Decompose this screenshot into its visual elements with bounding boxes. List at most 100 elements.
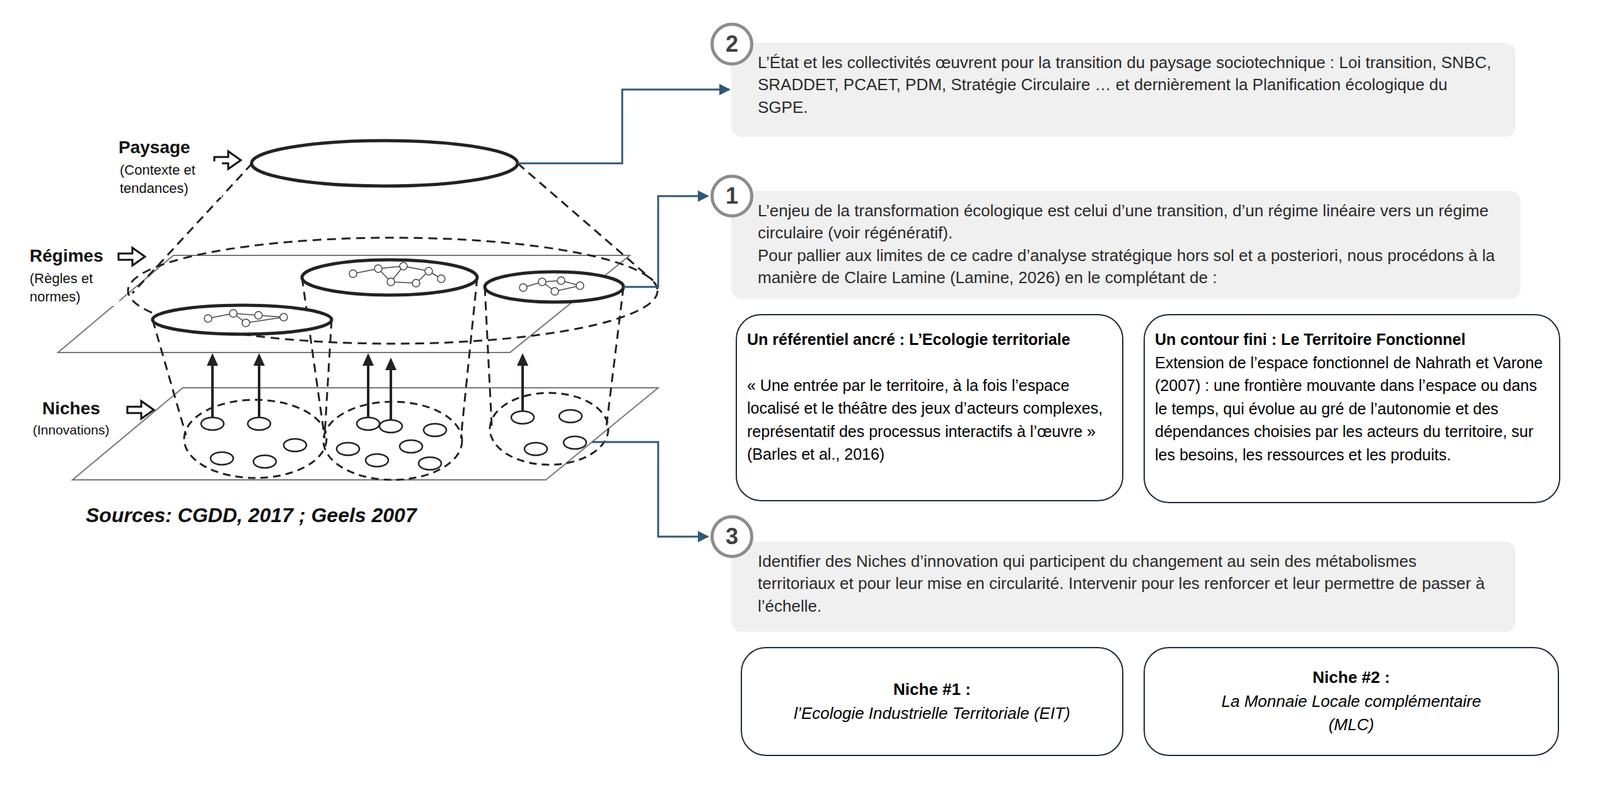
upward-arrow xyxy=(521,364,524,412)
arrow-head xyxy=(206,353,219,366)
level-subtitle: (Contexte et tendances) xyxy=(118,161,222,198)
network-node xyxy=(437,274,446,283)
arrow-head xyxy=(516,353,529,366)
innovation-cell xyxy=(283,438,307,452)
callout-number: 3 xyxy=(725,525,739,548)
innovation-cell xyxy=(563,436,587,449)
callout-circle: 1 xyxy=(710,174,754,218)
network-node xyxy=(519,283,528,292)
box-text: L’État et les collectivités œuvrent pour… xyxy=(757,51,1497,119)
dashed-funnel xyxy=(301,277,325,439)
callout-number: 2 xyxy=(725,32,739,56)
niche-group xyxy=(184,399,327,478)
innovation-cells xyxy=(201,409,587,470)
upward-arrows xyxy=(212,364,523,420)
upward-arrow-heads xyxy=(206,353,529,371)
niche-group xyxy=(489,392,609,465)
network-node xyxy=(204,314,212,323)
network-node xyxy=(557,276,565,285)
arrow-head xyxy=(362,353,374,366)
network-node xyxy=(229,309,238,318)
regime-network-links xyxy=(208,266,580,323)
network-node xyxy=(279,313,288,321)
callout-number: 1 xyxy=(725,184,739,208)
network-node xyxy=(387,278,395,286)
niche-plane xyxy=(72,387,659,480)
callout-panel: Identifier des Niches d’innovation qui p… xyxy=(731,541,1516,632)
level-subtitle: (Innovations) xyxy=(31,421,111,439)
regime-ellipse xyxy=(301,259,478,296)
dashed-funnel xyxy=(606,286,624,426)
network-node xyxy=(242,318,250,327)
network-node xyxy=(374,264,383,273)
innovation-cell xyxy=(253,455,277,468)
network-node xyxy=(538,278,546,286)
dashed-funnel xyxy=(324,319,332,435)
regime-plane xyxy=(57,255,630,353)
pointer-arrow xyxy=(118,247,145,266)
network-link xyxy=(208,313,284,319)
box-heading: Un contour fini : Le Territoire Fonction… xyxy=(1154,327,1552,352)
innovation-cell xyxy=(423,423,447,437)
upward-arrow xyxy=(257,364,261,418)
leader-line xyxy=(517,89,730,164)
callout-circle: 2 xyxy=(710,22,754,66)
innovation-cell xyxy=(399,440,423,453)
arrow-head xyxy=(385,357,397,371)
source-note: Sources: CGDD, 2017 ; Geels 2007 xyxy=(84,502,418,529)
innovation-cell xyxy=(336,442,360,456)
network-link xyxy=(353,266,442,279)
level-subtitle: (Règles et normes) xyxy=(28,269,120,306)
callout-circle: 3 xyxy=(710,515,754,558)
callout-panel: L’enjeu de la transformation écologique … xyxy=(731,191,1521,299)
innovation-cell xyxy=(201,417,224,430)
upward-arrow xyxy=(366,364,370,418)
network-node xyxy=(254,311,263,319)
innovation-cell xyxy=(365,453,389,467)
network-node xyxy=(412,279,420,287)
box-text: La Monnaie Locale complémentaire (MLC) xyxy=(1203,689,1500,738)
dashed-projection xyxy=(517,163,654,281)
concept-box: Un contour fini : Le Territoire Fonction… xyxy=(1143,313,1561,504)
box-text: Extension de l’espace fonctionnel de Nah… xyxy=(1154,351,1552,467)
box-text: Identifier des Niches d’innovation qui p… xyxy=(757,550,1497,618)
upward-arrow xyxy=(211,364,214,418)
arrow-head xyxy=(253,353,265,366)
innovation-cell xyxy=(356,417,380,430)
callout-panel: L’État et les collectivités œuvrent pour… xyxy=(731,42,1516,137)
box-text: l’Ecologie Industrielle Territoriale (EI… xyxy=(793,701,1070,726)
box-text: « Une entrée par le territoire, à la foi… xyxy=(747,373,1115,466)
network-node xyxy=(576,281,584,290)
level-title: Régimes xyxy=(28,244,105,268)
leader-line xyxy=(623,196,708,287)
dashed-funnel xyxy=(460,277,478,439)
network-node xyxy=(424,267,433,275)
upward-arrow xyxy=(389,368,393,420)
network-link xyxy=(523,280,580,288)
innovation-cell xyxy=(511,411,534,424)
box-heading: Niche #1 : xyxy=(893,677,971,702)
level-title: Paysage xyxy=(117,136,192,159)
concept-box: Un référentiel ancré : L’Ecologie territ… xyxy=(735,313,1124,502)
regime-network-nodes xyxy=(204,262,584,327)
innovation-cell xyxy=(210,452,234,465)
pointer-arrow xyxy=(127,400,154,419)
leader-line xyxy=(591,441,708,537)
niche-box: Niche #2 :La Monnaie Locale complémentai… xyxy=(1143,646,1560,756)
dashed-funnel xyxy=(152,319,186,435)
innovation-cell xyxy=(418,457,442,470)
innovation-cell xyxy=(379,419,403,433)
innovation-cell xyxy=(524,442,548,456)
box-heading: Un référentiel ancré : L’Ecologie territ… xyxy=(747,327,1115,352)
niche-group xyxy=(323,401,463,480)
network-node xyxy=(349,269,357,278)
level-title: Niches xyxy=(40,397,102,420)
regime-envelope xyxy=(127,237,658,344)
box-heading: Niche #2 : xyxy=(1312,665,1391,690)
dashed-funnel xyxy=(484,286,492,426)
network-link xyxy=(378,268,429,284)
regime-ellipse xyxy=(152,305,332,335)
network-node xyxy=(399,262,408,270)
innovation-cell xyxy=(247,417,271,430)
